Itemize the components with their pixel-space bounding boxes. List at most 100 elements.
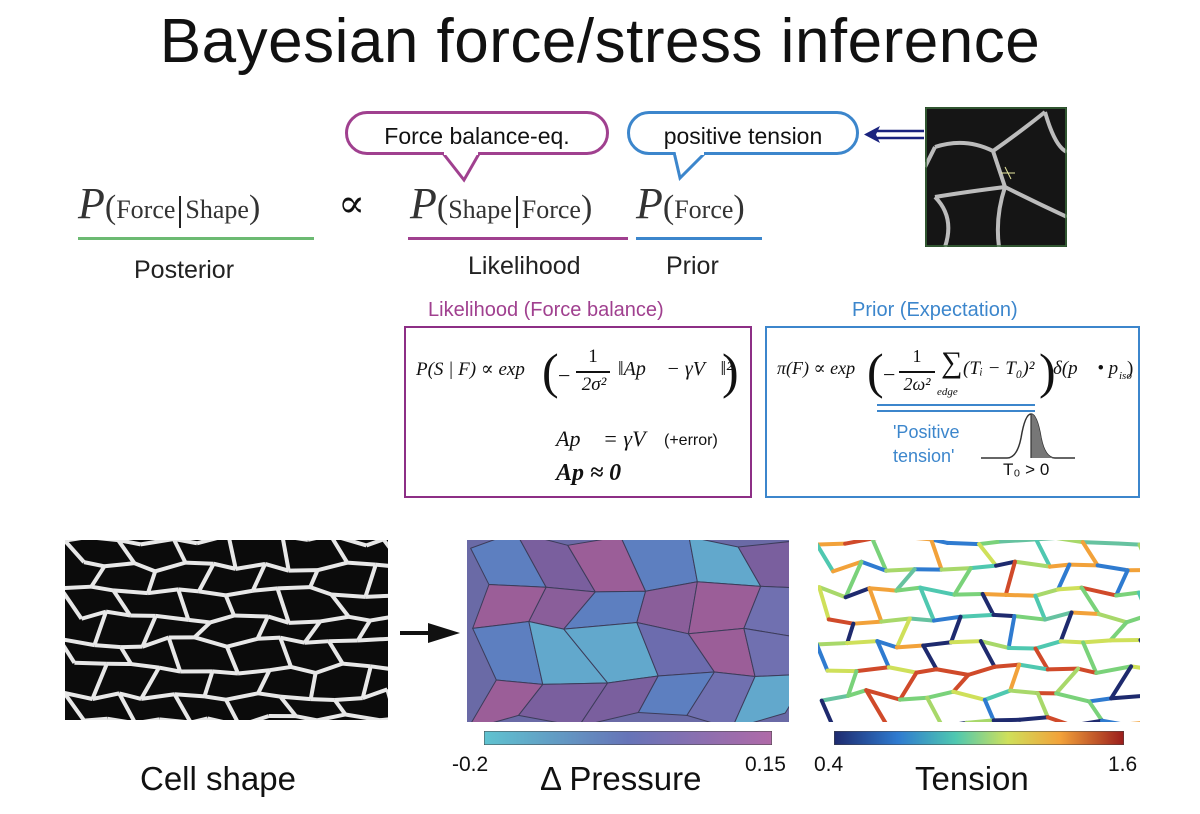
tension-edge bbox=[851, 619, 884, 626]
tension-edge bbox=[1054, 691, 1092, 704]
cell-edge bbox=[159, 717, 186, 720]
tension-edge bbox=[867, 586, 884, 624]
cell-edge bbox=[275, 587, 291, 624]
force-balance-bubble-tail bbox=[440, 152, 482, 183]
cell-edge bbox=[90, 584, 114, 593]
cell-edge bbox=[348, 614, 371, 623]
tension-edge bbox=[1080, 540, 1120, 546]
tension-edge bbox=[1017, 662, 1050, 672]
cell-edge bbox=[202, 670, 215, 697]
tension-edge bbox=[1087, 699, 1105, 722]
tension-edge bbox=[982, 697, 996, 722]
tension-edge bbox=[1058, 610, 1074, 644]
prior-frac-den: 2ω² bbox=[903, 374, 931, 394]
tension-edge bbox=[879, 616, 912, 624]
force-balance-bubble-text: Force balance-eq. bbox=[384, 123, 570, 149]
cell-edge bbox=[267, 614, 290, 625]
tension-edge bbox=[1109, 664, 1134, 701]
positive-tension-note-line2: tension' bbox=[893, 446, 955, 466]
tension-edge bbox=[949, 639, 983, 645]
tension-edge bbox=[1056, 585, 1084, 592]
tension-colorbar bbox=[834, 731, 1124, 745]
cell-edge bbox=[177, 587, 200, 594]
tension-edge bbox=[991, 717, 1022, 722]
cell-edge bbox=[107, 716, 128, 720]
cell-edge bbox=[117, 692, 136, 720]
tension-edge bbox=[1124, 615, 1140, 625]
cell-edge bbox=[309, 585, 333, 597]
prior-term: P(Force) bbox=[636, 179, 745, 228]
cell-edge bbox=[362, 687, 388, 700]
t0-label: T₀ > 0 bbox=[1003, 460, 1050, 479]
cell-edge bbox=[65, 584, 92, 591]
posterior-underline bbox=[78, 237, 314, 240]
tension-edge bbox=[925, 689, 956, 700]
tension-edge bbox=[918, 585, 957, 597]
pressure-cell bbox=[737, 541, 789, 588]
cell-edge bbox=[209, 613, 235, 625]
tension-edge bbox=[931, 614, 963, 623]
prior-label: Prior bbox=[666, 252, 719, 280]
tension-edge bbox=[1056, 540, 1085, 545]
cell-edge bbox=[225, 588, 254, 598]
cell-edge bbox=[365, 593, 388, 599]
tension-edge bbox=[980, 591, 1008, 597]
likelihood-underline bbox=[408, 237, 628, 240]
cell-edge bbox=[226, 636, 259, 649]
cell-edge bbox=[197, 562, 216, 593]
cell-edge bbox=[333, 698, 347, 716]
tension-edge bbox=[1045, 666, 1081, 672]
tension-edge bbox=[952, 591, 985, 597]
positive-tension-note-line1: 'Positive bbox=[893, 422, 960, 442]
tension-edge bbox=[1080, 540, 1100, 568]
likelihood-label: Likelihood bbox=[468, 252, 581, 280]
cell-edge bbox=[345, 712, 381, 720]
cell-edge bbox=[140, 540, 175, 547]
cell-edge bbox=[319, 614, 350, 624]
tension-edge bbox=[846, 688, 869, 698]
cell-edge bbox=[251, 563, 267, 592]
tension-edge bbox=[1081, 718, 1105, 722]
tension-edge bbox=[819, 698, 834, 722]
cell-edge bbox=[117, 540, 142, 547]
pressure-cell bbox=[686, 671, 756, 722]
tension-edge bbox=[884, 567, 917, 573]
tension-edge bbox=[994, 559, 1017, 568]
cell-edge bbox=[173, 540, 198, 546]
cell-edge bbox=[65, 690, 93, 701]
tension-edge bbox=[818, 641, 850, 647]
gaussian-curve-icon bbox=[981, 413, 1075, 459]
cell-edge bbox=[224, 698, 239, 720]
cell-edge bbox=[308, 569, 320, 588]
tension-edge bbox=[825, 668, 859, 674]
cell-edge bbox=[133, 561, 156, 574]
cell-edge bbox=[250, 714, 270, 720]
cell-edge bbox=[257, 635, 281, 641]
tension-edge bbox=[819, 693, 851, 703]
tension-edge bbox=[1058, 639, 1086, 645]
likelihood-error-note: (+error) bbox=[664, 432, 718, 449]
cell-edge bbox=[369, 615, 388, 623]
tension-edge bbox=[929, 540, 950, 545]
tension-edge bbox=[945, 540, 982, 547]
tension-edge bbox=[977, 542, 999, 568]
tension-edge bbox=[864, 688, 888, 722]
tension-map-image bbox=[818, 540, 1140, 722]
tension-edge bbox=[1012, 559, 1052, 569]
positive-tension-bubble-text: positive tension bbox=[663, 123, 823, 149]
tension-edge bbox=[949, 614, 963, 645]
cell-edge bbox=[196, 540, 218, 546]
cell-edge bbox=[356, 619, 372, 642]
cell-edge bbox=[154, 560, 187, 574]
tension-edge bbox=[1081, 640, 1099, 675]
tension-edge bbox=[846, 669, 859, 698]
cell-edge bbox=[357, 636, 388, 643]
cell-edge bbox=[334, 696, 363, 702]
cell-edge bbox=[288, 619, 321, 625]
cell-edge bbox=[91, 691, 120, 701]
prior-P: P bbox=[636, 179, 663, 228]
tension-edge bbox=[978, 639, 997, 669]
cell-edge bbox=[116, 540, 137, 565]
tension-edge bbox=[845, 621, 856, 646]
cell-edge bbox=[280, 694, 311, 702]
